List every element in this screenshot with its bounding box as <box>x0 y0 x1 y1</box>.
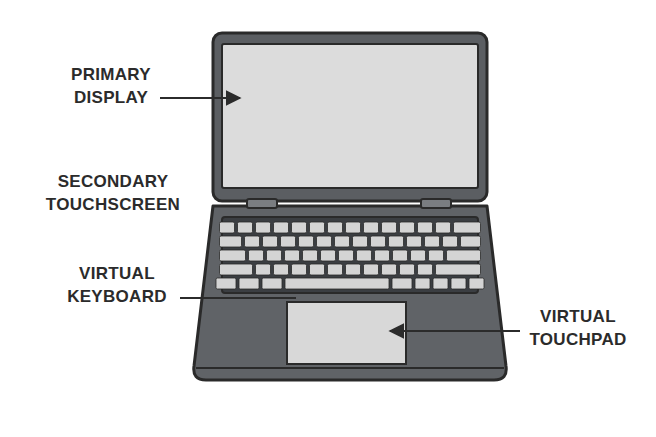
key <box>285 278 389 289</box>
primary-screen <box>222 44 478 188</box>
key <box>303 250 318 261</box>
key <box>364 264 379 275</box>
part-label: VIRTUAL TOUCHPAD <box>513 305 643 351</box>
key <box>436 264 481 275</box>
key <box>382 222 397 233</box>
key <box>353 236 368 247</box>
key <box>256 222 271 233</box>
key <box>357 250 372 261</box>
key <box>292 264 307 275</box>
part-label: VIRTUAL KEYBOARD <box>47 262 187 308</box>
key <box>220 222 235 233</box>
key <box>263 236 278 247</box>
keyboard-deck <box>222 217 478 293</box>
laptop-base <box>194 206 507 380</box>
leader-arrow <box>160 97 240 99</box>
leader-line <box>180 297 296 299</box>
key <box>256 264 271 275</box>
key <box>239 278 259 289</box>
key <box>382 264 397 275</box>
key <box>285 250 300 261</box>
key <box>364 222 379 233</box>
key <box>454 222 481 233</box>
leader-arrow <box>390 330 520 332</box>
part-label: SECONDARY TOUCHSCREEN <box>28 170 198 216</box>
laptop-lid <box>213 33 487 201</box>
key <box>220 264 253 275</box>
touchpad <box>287 302 406 364</box>
key <box>339 250 354 261</box>
key <box>392 278 412 289</box>
key <box>451 278 466 289</box>
key <box>299 236 314 247</box>
key <box>220 236 242 247</box>
key <box>411 250 426 261</box>
key <box>335 236 350 247</box>
key <box>238 222 253 233</box>
hinge <box>247 199 277 208</box>
key <box>375 250 390 261</box>
key <box>447 250 481 261</box>
key <box>393 250 408 261</box>
key <box>310 264 325 275</box>
key <box>415 278 430 289</box>
key <box>220 250 246 261</box>
key <box>245 236 260 247</box>
key <box>274 222 289 233</box>
base-front-edge <box>196 367 504 369</box>
key <box>249 250 264 261</box>
key <box>346 264 361 275</box>
key <box>461 236 481 247</box>
part-label: PRIMARY DISPLAY <box>51 63 171 109</box>
hinge <box>421 199 451 208</box>
key <box>328 264 343 275</box>
key <box>425 236 440 247</box>
key <box>310 222 325 233</box>
key <box>321 250 336 261</box>
key <box>317 236 332 247</box>
key <box>433 278 448 289</box>
key <box>262 278 282 289</box>
key <box>389 236 404 247</box>
key <box>407 236 422 247</box>
key <box>216 278 236 289</box>
key <box>328 222 343 233</box>
key <box>281 236 296 247</box>
key <box>469 278 484 289</box>
key <box>436 222 451 233</box>
key <box>429 250 444 261</box>
key <box>267 250 282 261</box>
key <box>400 264 415 275</box>
key <box>292 222 307 233</box>
key <box>418 264 433 275</box>
key <box>274 264 289 275</box>
key <box>443 236 458 247</box>
key <box>418 222 433 233</box>
key <box>371 236 386 247</box>
key <box>346 222 361 233</box>
key <box>400 222 415 233</box>
keyboard-keys <box>216 222 484 289</box>
